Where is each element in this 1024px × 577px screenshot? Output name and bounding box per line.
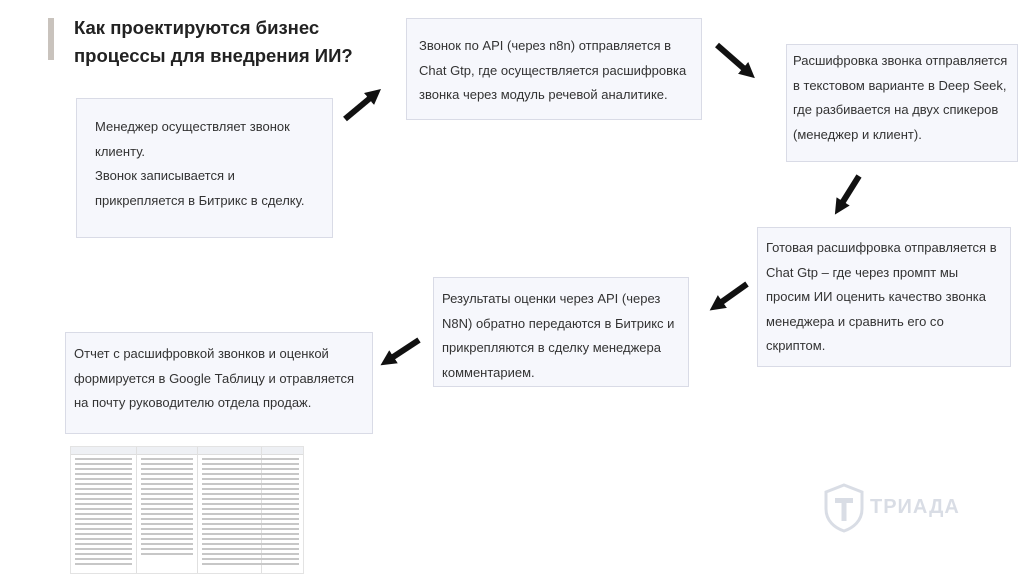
- arrow-2-to-3-icon: [715, 42, 755, 79]
- shield-icon: [824, 483, 864, 533]
- step-4-text: Готовая расшифровка отправляется в Chat …: [766, 240, 997, 353]
- logo-text: ТРИАДА: [870, 496, 960, 518]
- step-3-box: Расшифровка звонка отправляется в тексто…: [786, 44, 1018, 162]
- arrow-3-to-4-icon: [834, 174, 862, 215]
- triada-logo: ТРИАДА: [822, 483, 962, 533]
- step-5-box: Результаты оценки через API (через N8N) …: [433, 277, 689, 387]
- spreadsheet-thumbnail: [70, 446, 304, 574]
- step-6-text: Отчет с расшифровкой звонков и оценкой ф…: [74, 346, 355, 410]
- arrow-1-to-2-icon: [343, 89, 381, 122]
- step-2-box: Звонок по API (через n8n) отправляется в…: [406, 18, 702, 120]
- page-title: Как проектируются бизнес процессы для вн…: [74, 17, 353, 66]
- title-accent-bar: [48, 18, 54, 60]
- step-1-box: Менеджер осуществляет звонок клиенту. Зв…: [76, 98, 333, 238]
- step-2-text: Звонок по API (через n8n) отправляется в…: [419, 38, 687, 102]
- arrow-5-to-6-icon: [380, 337, 421, 366]
- step-1-line-1: Менеджер осуществляет звонок клиенту.: [95, 119, 290, 159]
- arrow-4-to-5-icon: [709, 281, 749, 311]
- step-4-box: Готовая расшифровка отправляется в Chat …: [757, 227, 1011, 367]
- step-1-line-2: Звонок записывается и прикрепляется в Би…: [95, 168, 305, 208]
- step-6-box: Отчет с расшифровкой звонков и оценкой ф…: [65, 332, 373, 434]
- step-3-text: Расшифровка звонка отправляется в тексто…: [793, 53, 1008, 142]
- step-5-text: Результаты оценки через API (через N8N) …: [442, 291, 675, 380]
